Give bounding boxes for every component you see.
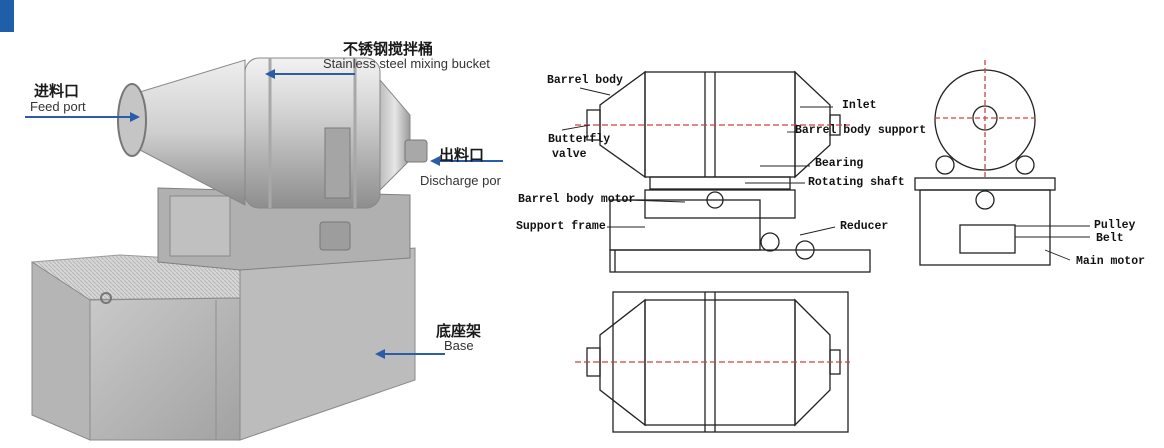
base-label-zh: 底座架 (436, 322, 482, 340)
support-frame-label: Support frame (516, 220, 606, 233)
discharge-port-label-zh: 出料口 (439, 146, 485, 164)
mixer-photo (25, 57, 503, 441)
mixing-bucket (117, 57, 428, 209)
barrel-body-motor-label: Barrel body motor (518, 193, 636, 206)
main-motor-label: Main motor (1076, 255, 1146, 268)
pulley-label: Pulley (1094, 219, 1136, 232)
bucket-label-en: Stainless steel mixing bucket (323, 56, 490, 71)
feed-port-label-zh: 进料口 (34, 82, 80, 100)
side-view (575, 70, 871, 273)
bucket-label-zh: 不锈钢搅拌桶 (343, 40, 434, 58)
reducer-label: Reducer (840, 220, 889, 233)
barrel-body-support-label: Barrel body support (795, 124, 927, 137)
rotating-shaft-label: Rotating shaft (808, 176, 905, 189)
barrel-body-label: Barrel body (547, 74, 623, 87)
base-label-en: Base (444, 338, 474, 353)
top-view (575, 291, 850, 433)
belt-label: Belt (1096, 232, 1124, 245)
butterfly-valve-label-line1: Butterfly (548, 133, 611, 146)
technical-drawing (561, 60, 1090, 433)
base-frame (31, 247, 416, 441)
discharge-port-label-en: Discharge por (420, 173, 501, 188)
butterfly-valve-label-line2: valve (552, 148, 587, 161)
bearing-label: Bearing (815, 157, 864, 170)
feed-port-label-en: Feed port (30, 99, 86, 114)
end-view (914, 60, 1056, 266)
inlet-label: Inlet (842, 99, 877, 112)
leader-lines (561, 87, 1090, 261)
label-arrows (25, 69, 503, 359)
corner-accent-tab (0, 0, 14, 32)
